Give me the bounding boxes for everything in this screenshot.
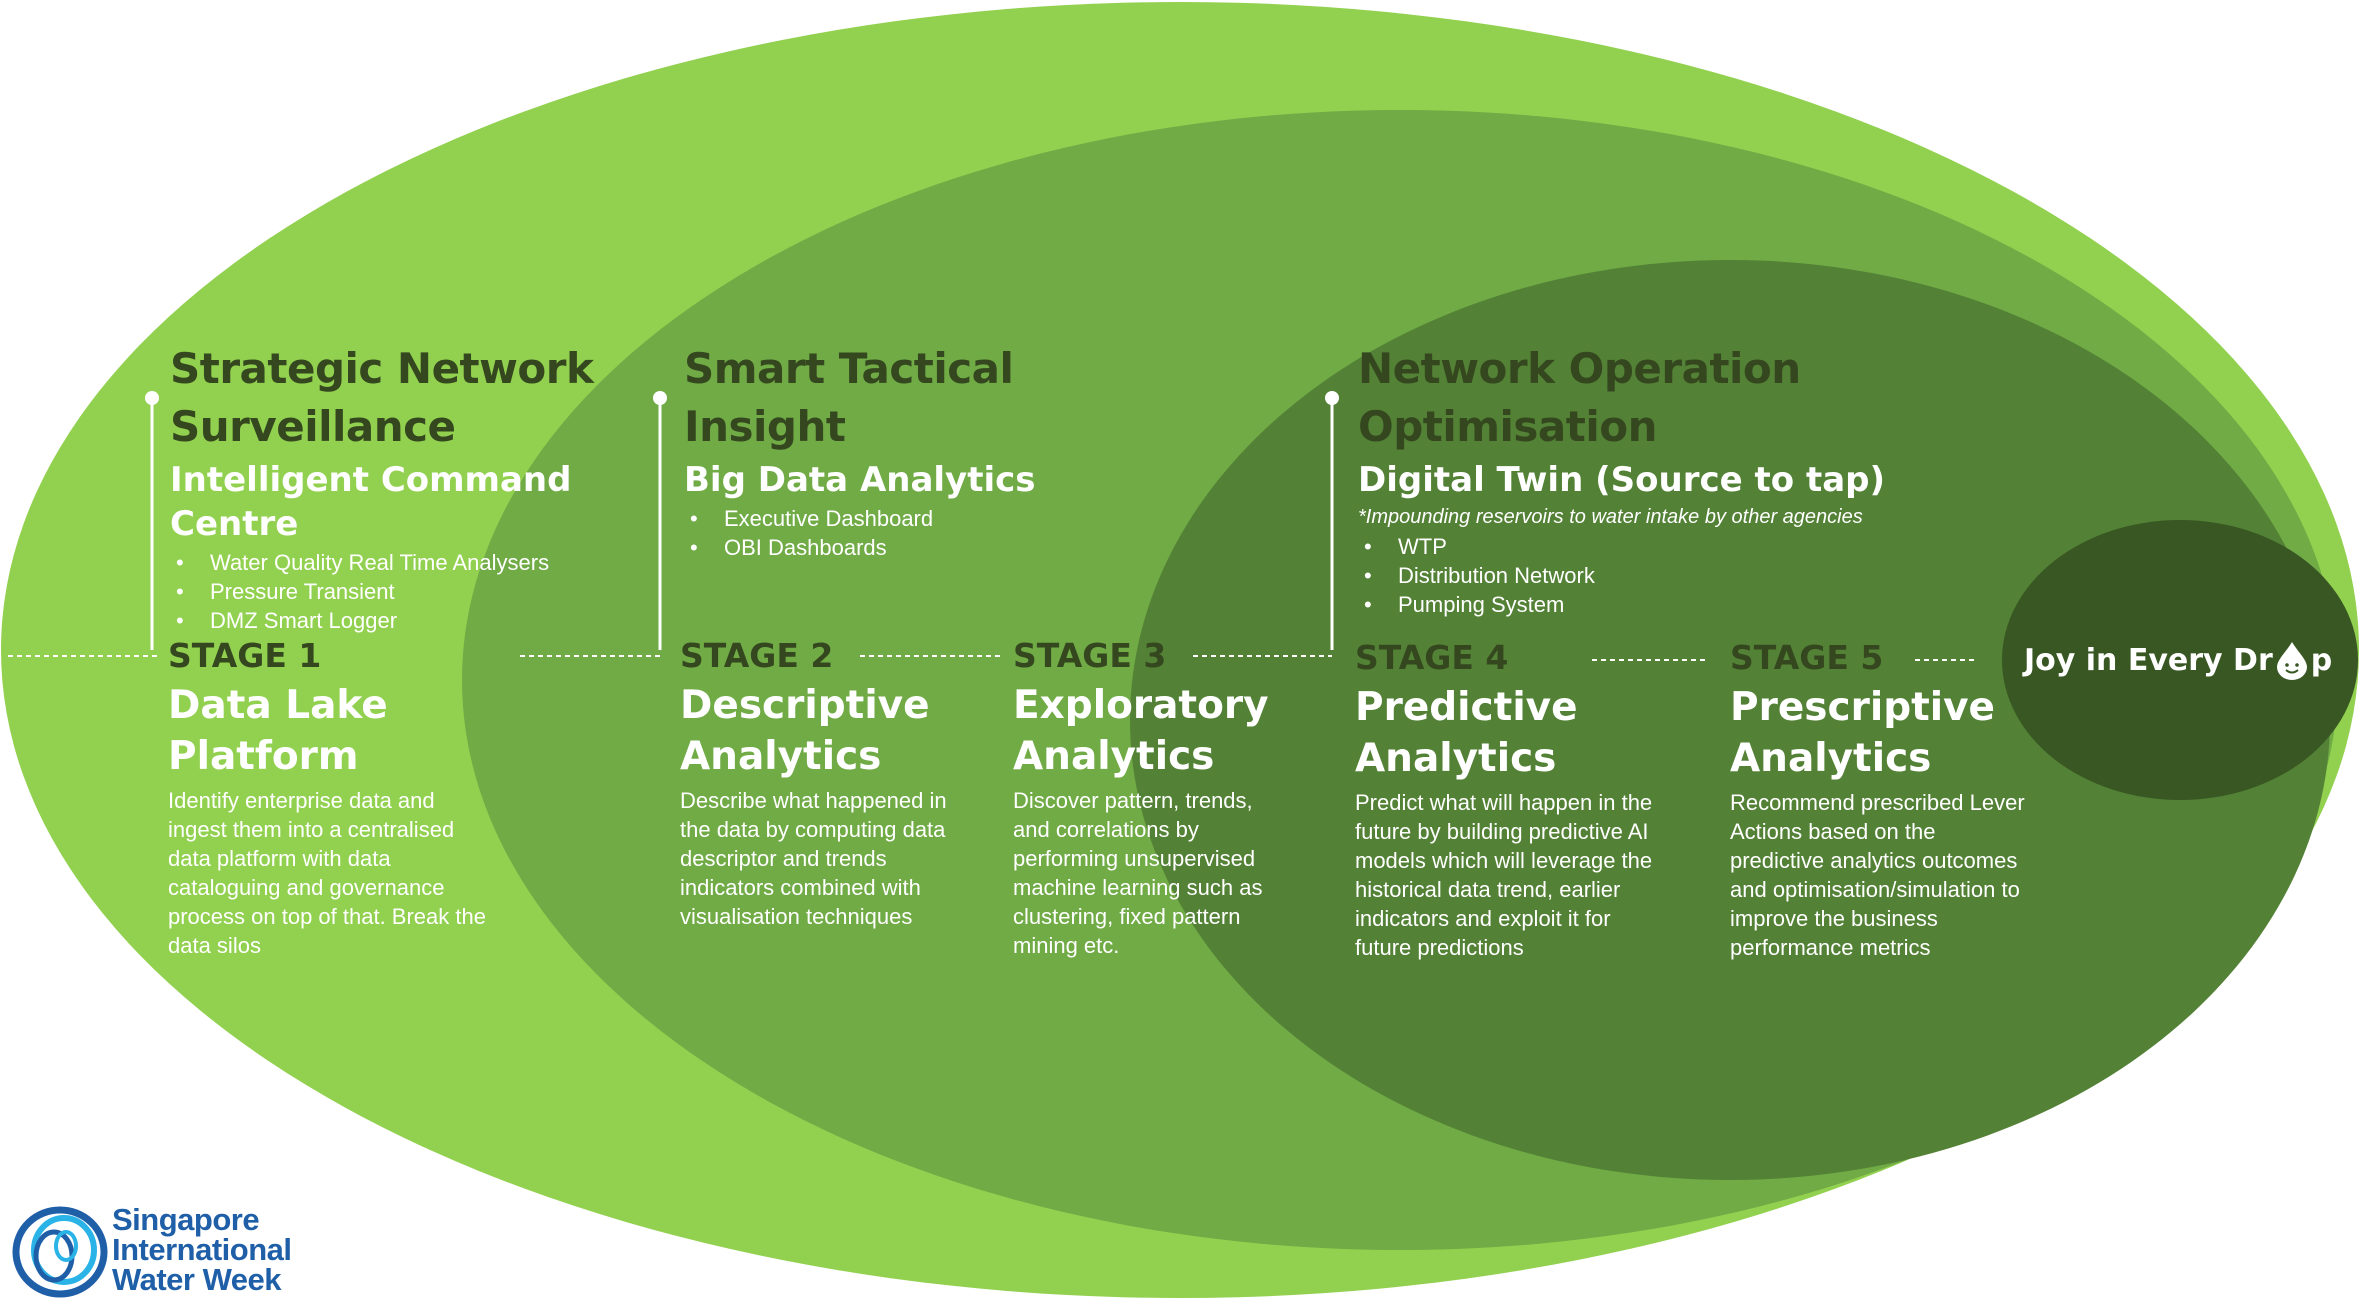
stage-label: STAGE 1 [168, 636, 322, 675]
logo-line-3: Water Week [112, 1262, 282, 1297]
stage-1: STAGE 1 Data Lake Platform Identify ente… [168, 636, 498, 960]
list-item: WTP [1358, 532, 1918, 561]
header-pin-dots [145, 391, 1339, 405]
header-strategic-network-surveillance: Strategic Network Surveillance Intellige… [170, 340, 610, 635]
stage-3: STAGE 3 Exploratory Analytics Discover p… [1013, 636, 1293, 960]
stage-4: STAGE 4 Predictive Analytics Predict wha… [1355, 638, 1655, 962]
goal-text-end: p [2310, 642, 2333, 678]
stage-description: Identify enterprise data and ingest them… [168, 788, 486, 958]
stage-description: Predict what will happen in the future b… [1355, 790, 1653, 960]
stage-description: Recommend prescribed Lever Actions based… [1730, 790, 2025, 960]
stage-label: STAGE 3 [1013, 636, 1167, 675]
header-bullet-list: Executive Dashboard OBI Dashboards [684, 504, 1044, 562]
goal-text-start: Joy in Every Dr [2024, 642, 2273, 678]
logo-line-1: Singapore [112, 1202, 260, 1237]
logo-line-2: International [112, 1232, 292, 1267]
stage-5: STAGE 5 Prescriptive Analytics Recommend… [1730, 638, 2030, 962]
core-ellipse [2002, 520, 2358, 800]
stage-title: Data Lake Platform [168, 683, 388, 779]
stage-title: Prescriptive Analytics [1730, 685, 1996, 781]
header-subtitle: Intelligent Command Centre [170, 460, 572, 544]
header-network-operation-optimisation: Network Operation Optimisation Digital T… [1358, 340, 1918, 619]
stage-label: STAGE 2 [680, 636, 834, 675]
list-item: OBI Dashboards [684, 533, 1044, 562]
stage-label: STAGE 5 [1730, 638, 1884, 677]
header-title: Strategic Network Surveillance [170, 344, 594, 451]
list-item: Water Quality Real Time Analysers [170, 548, 610, 577]
list-item: DMZ Smart Logger [170, 606, 610, 635]
stage-title: Exploratory Analytics [1013, 683, 1269, 779]
goal-joy-in-every-drop: Joy in Every Dr p [2024, 636, 2332, 684]
stage-title: Descriptive Analytics [680, 683, 930, 779]
inner-ellipse [1130, 260, 2330, 1180]
list-item: Pressure Transient [170, 577, 610, 606]
stage-label: STAGE 4 [1355, 638, 1509, 677]
header-title: Smart Tactical Insight [684, 344, 1014, 451]
stage-2: STAGE 2 Descriptive Analytics Describe w… [680, 636, 980, 931]
stage-description: Describe what happened in the data by co… [680, 788, 947, 929]
stage-connector-lines [8, 655, 1978, 661]
header-note: *Impounding reservoirs to water intake b… [1358, 506, 1863, 528]
swirl-logo-icon [12, 1206, 108, 1298]
list-item: Distribution Network [1358, 561, 1918, 590]
list-item: Pumping System [1358, 590, 1918, 619]
header-bullet-list: Water Quality Real Time Analysers Pressu… [170, 548, 610, 635]
header-subtitle: Digital Twin (Source to tap) [1358, 460, 1886, 500]
stage-title: Predictive Analytics [1355, 685, 1578, 781]
siww-logo: Singapore International Water Week [12, 1202, 342, 1298]
header-title: Network Operation Optimisation [1358, 344, 1801, 451]
header-smart-tactical-insight: Smart Tactical Insight Big Data Analytic… [684, 340, 1044, 562]
list-item: Executive Dashboard [684, 504, 1044, 533]
header-subtitle: Big Data Analytics [684, 460, 1036, 500]
water-drop-face-icon [2274, 640, 2310, 680]
header-pin-lines [150, 398, 1334, 650]
stage-description: Discover pattern, trends, and correlatio… [1013, 788, 1263, 958]
header-bullet-list: WTP Distribution Network Pumping System [1358, 532, 1918, 619]
